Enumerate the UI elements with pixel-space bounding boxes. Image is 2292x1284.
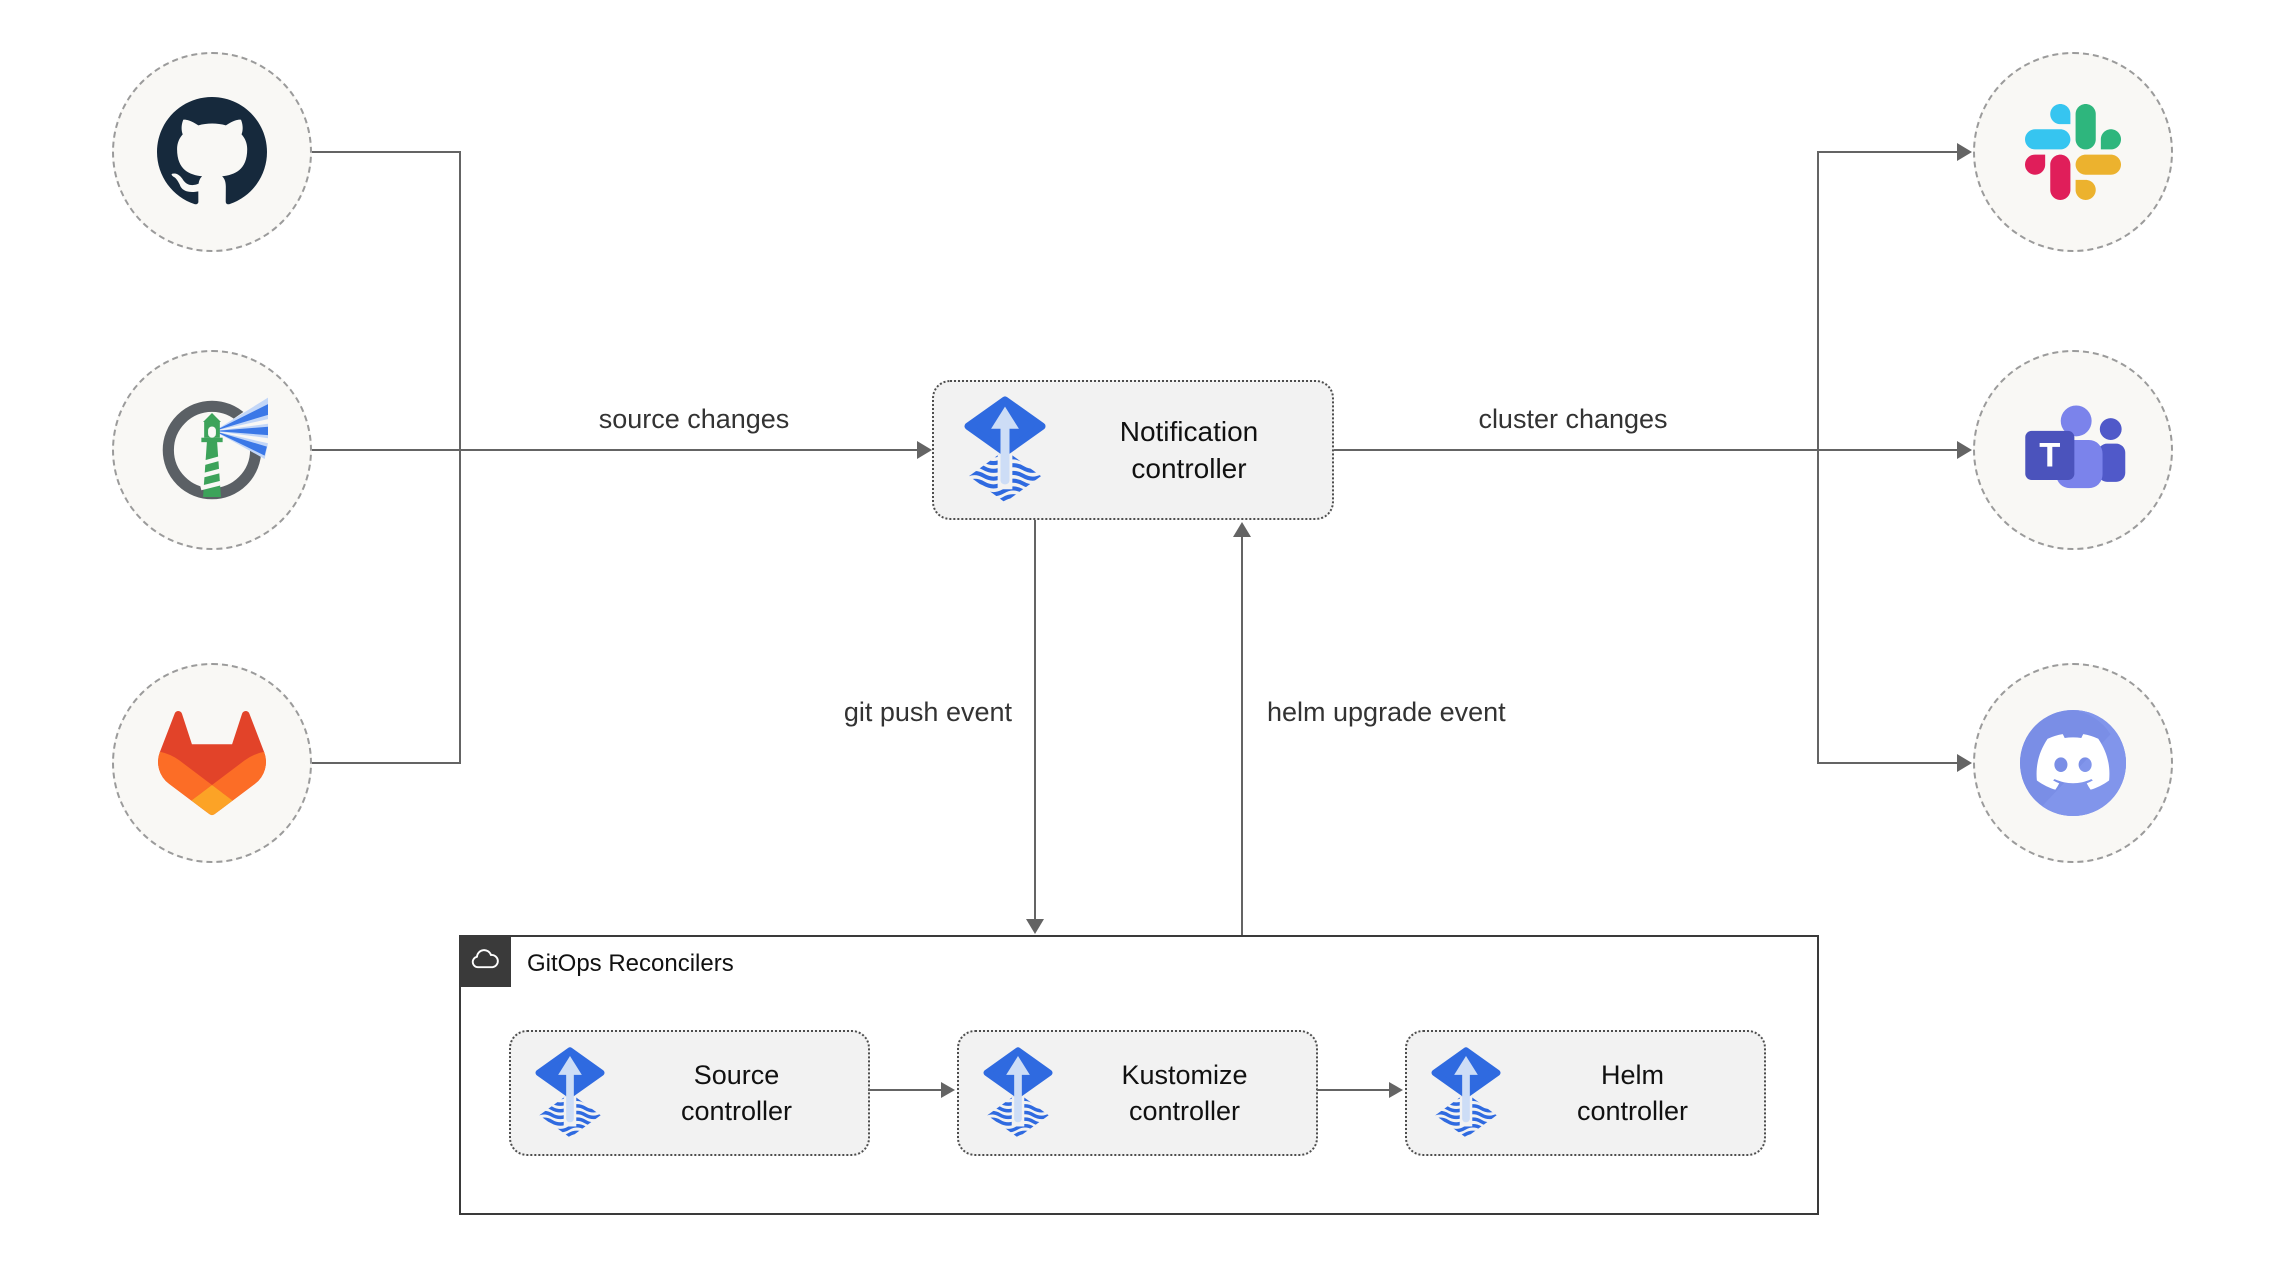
source-node-github bbox=[112, 52, 312, 252]
arrowhead-into-helm bbox=[1389, 1082, 1403, 1098]
edge-git-push-event bbox=[1034, 520, 1036, 919]
flux-icon bbox=[1431, 1047, 1501, 1139]
cloud-icon bbox=[468, 944, 502, 978]
gitops-reconcilers-title: GitOps Reconcilers bbox=[527, 950, 734, 977]
edge-github-horizontal bbox=[312, 151, 460, 153]
source-node-gitlab bbox=[112, 663, 312, 863]
gitlab-icon bbox=[153, 704, 271, 822]
edge-source-to-kustomize bbox=[868, 1089, 941, 1091]
microsoft-teams-icon bbox=[2016, 400, 2130, 500]
slack-icon bbox=[2025, 104, 2121, 200]
edge-kustomize-to-helm bbox=[1317, 1089, 1389, 1091]
edge-source-changes bbox=[312, 449, 917, 451]
edge-to-teams bbox=[1818, 449, 1958, 451]
notification-controller-node: Notification controller bbox=[932, 380, 1334, 520]
arrowhead-into-kustomize bbox=[941, 1082, 955, 1098]
flux-icon bbox=[964, 396, 1046, 504]
target-node-teams bbox=[1973, 350, 2173, 550]
arrowhead-into-notification-bottom bbox=[1233, 522, 1251, 537]
harbor-icon bbox=[156, 394, 268, 506]
edge-to-slack bbox=[1818, 151, 1958, 153]
edge-label-source-changes: source changes bbox=[598, 404, 790, 434]
gitops-reconcilers-header bbox=[459, 935, 511, 987]
edge-helm-upgrade-event bbox=[1241, 537, 1243, 935]
arrowhead-into-teams bbox=[1957, 441, 1972, 459]
target-node-discord bbox=[1973, 663, 2173, 863]
gitops-reconcilers-group: GitOps Reconcilers Source controller Kus… bbox=[459, 935, 1819, 1215]
kustomize-controller-node: Kustomize controller bbox=[957, 1030, 1318, 1156]
helm-controller-label: Helm controller bbox=[1576, 1060, 1689, 1126]
arrowhead-into-discord bbox=[1957, 754, 1972, 772]
arrowhead-into-slack bbox=[1957, 143, 1972, 161]
github-icon bbox=[157, 97, 267, 207]
edge-to-discord bbox=[1818, 762, 1958, 764]
notification-controller-label: Notification controller bbox=[1119, 416, 1259, 484]
edge-label-helm-upgrade-event: helm upgrade event bbox=[1267, 697, 1506, 727]
edge-gitlab-horizontal bbox=[312, 762, 460, 764]
source-node-harbor bbox=[112, 350, 312, 550]
edge-cluster-changes bbox=[1334, 449, 1818, 451]
discord-icon bbox=[2020, 710, 2126, 816]
edge-sources-merge-vertical bbox=[459, 151, 461, 764]
flux-icon bbox=[535, 1047, 605, 1139]
edge-label-cluster-changes: cluster changes bbox=[1478, 404, 1668, 434]
source-controller-label: Source controller bbox=[680, 1060, 793, 1126]
edge-label-git-push-event: git push event bbox=[843, 697, 1012, 727]
source-controller-node: Source controller bbox=[509, 1030, 870, 1156]
target-node-slack bbox=[1973, 52, 2173, 252]
helm-controller-node: Helm controller bbox=[1405, 1030, 1766, 1156]
edge-targets-branch-vertical bbox=[1817, 151, 1819, 764]
flux-icon bbox=[983, 1047, 1053, 1139]
arrowhead-into-notification bbox=[917, 441, 932, 459]
kustomize-controller-label: Kustomize controller bbox=[1121, 1060, 1248, 1126]
arrowhead-into-reconcilers bbox=[1026, 919, 1044, 934]
